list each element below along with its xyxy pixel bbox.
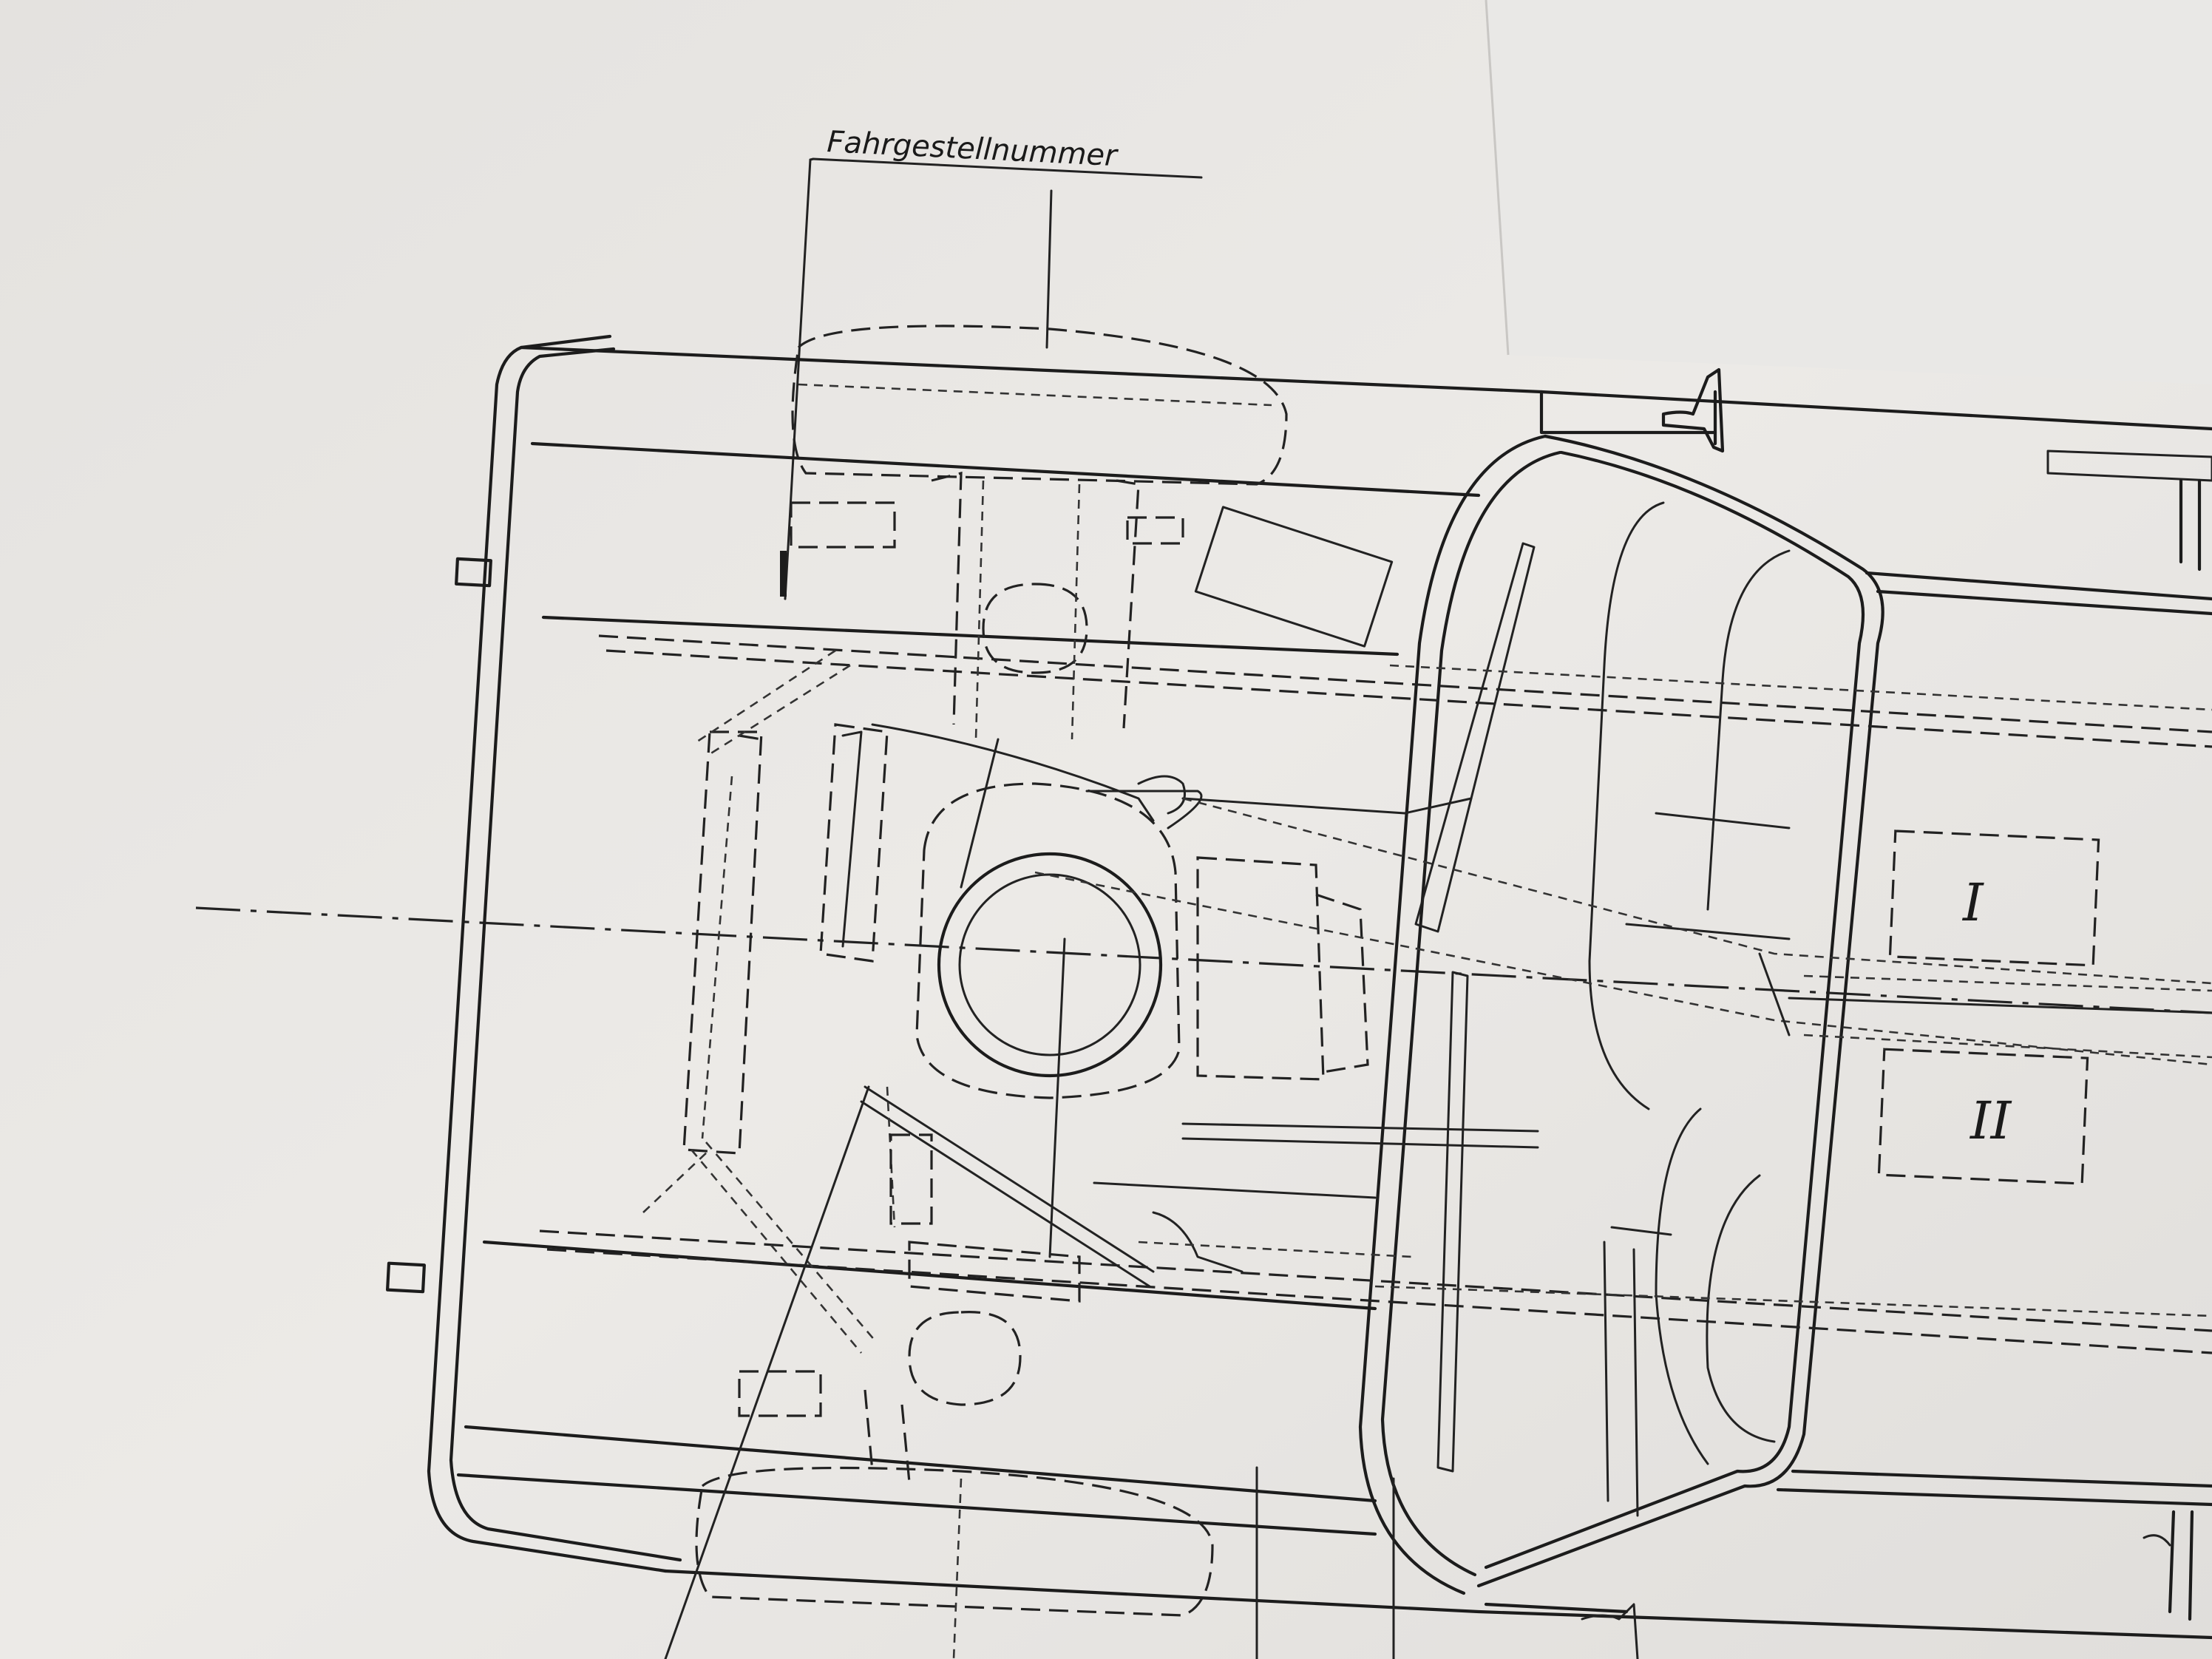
frame-rails — [482, 615, 2212, 1354]
flywheel-inner — [958, 873, 1141, 1056]
centre-axis-line — [195, 906, 2212, 1014]
lower-mirror — [1484, 1534, 2171, 1659]
zone-label-two: II — [1969, 1090, 2012, 1151]
front-tank-lower — [695, 1370, 1214, 1617]
running-gear-lines — [1034, 797, 2212, 1273]
paper-fold-shadow — [1486, 0, 2212, 384]
zone-boxes: I II — [1877, 830, 2100, 1185]
lower-wheel-hub — [864, 1133, 1081, 1483]
cabin-frame — [1358, 367, 2212, 1621]
leader-line-left — [784, 158, 812, 600]
reference-lines — [664, 1085, 1395, 1659]
flywheel-outer — [937, 852, 1163, 1078]
diagonal-struts — [642, 649, 1155, 1354]
leader-line-center — [1045, 189, 1053, 349]
interior-seats — [1414, 501, 1791, 1517]
label-underline — [812, 157, 1203, 179]
chassis-marker — [780, 551, 787, 597]
paper-fold-line — [1485, 0, 1510, 356]
zone-label-one: I — [1961, 872, 1984, 933]
front-tank-upper — [790, 325, 1394, 648]
body-outline — [385, 334, 2212, 1640]
